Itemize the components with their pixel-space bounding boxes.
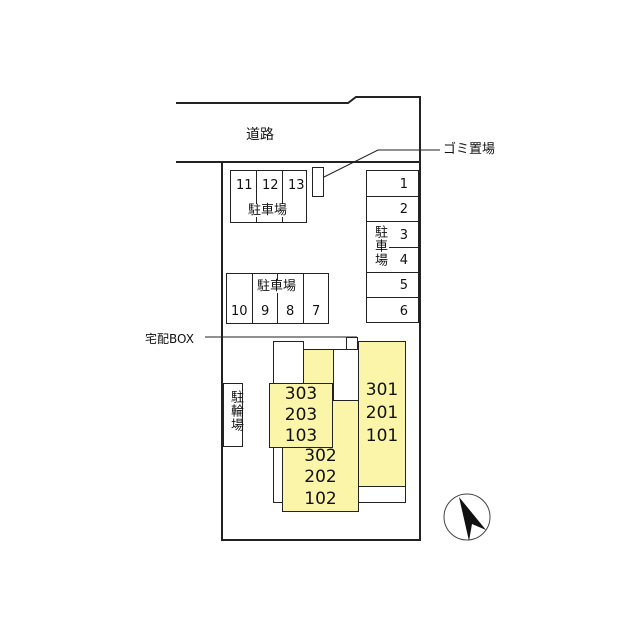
garbage-leader-line: [317, 149, 440, 181]
building-303: 303 203 103: [269, 383, 333, 448]
unit-201: 201: [365, 403, 399, 423]
garbage-area: [312, 167, 324, 197]
parking-space-2: 2: [399, 202, 408, 217]
unit-102: 102: [304, 489, 337, 509]
unit-202: 202: [304, 467, 337, 487]
unit-103: 103: [284, 426, 318, 446]
unit-203: 203: [284, 405, 318, 425]
parking-space-6: 6: [399, 304, 408, 319]
parking-space-11: 11: [236, 178, 253, 193]
parking-space-8: 8: [286, 304, 295, 319]
parking-right-label: 駐車場: [370, 225, 389, 267]
parking-space-1: 1: [399, 177, 408, 192]
road-edge-top: [176, 96, 421, 541]
parking-space-5: 5: [399, 278, 408, 293]
parking-space-7: 7: [312, 304, 321, 319]
unit-302: 302: [304, 446, 337, 466]
bicycle-parking: 駐輪場: [223, 383, 243, 447]
parking-top: 11 12 13 駐車場: [230, 170, 307, 223]
parking-space-13: 13: [288, 178, 305, 193]
road-label: 道路: [246, 127, 274, 143]
parking-middle: 駐車場 10 9 8 7: [226, 273, 329, 324]
parking-top-label: 駐車場: [248, 203, 288, 218]
bicycle-label: 駐輪場: [228, 390, 243, 432]
parking-right: 1 2 3 4 5 6 駐車場: [366, 170, 420, 323]
building-301: 301 201 101: [358, 341, 406, 487]
garbage-label: ゴミ置場: [443, 142, 496, 157]
parking-space-3: 3: [399, 228, 408, 243]
unit-303: 303: [284, 384, 318, 404]
parking-space-12: 12: [262, 178, 279, 193]
unit-101: 101: [365, 426, 399, 446]
parking-space-9: 9: [261, 304, 270, 319]
delivery-box-label: 宅配BOX: [145, 332, 194, 346]
parking-space-4: 4: [399, 253, 408, 268]
parking-space-10: 10: [231, 304, 248, 319]
unit-301: 301: [365, 380, 399, 400]
parking-middle-label: 駐車場: [257, 279, 297, 294]
